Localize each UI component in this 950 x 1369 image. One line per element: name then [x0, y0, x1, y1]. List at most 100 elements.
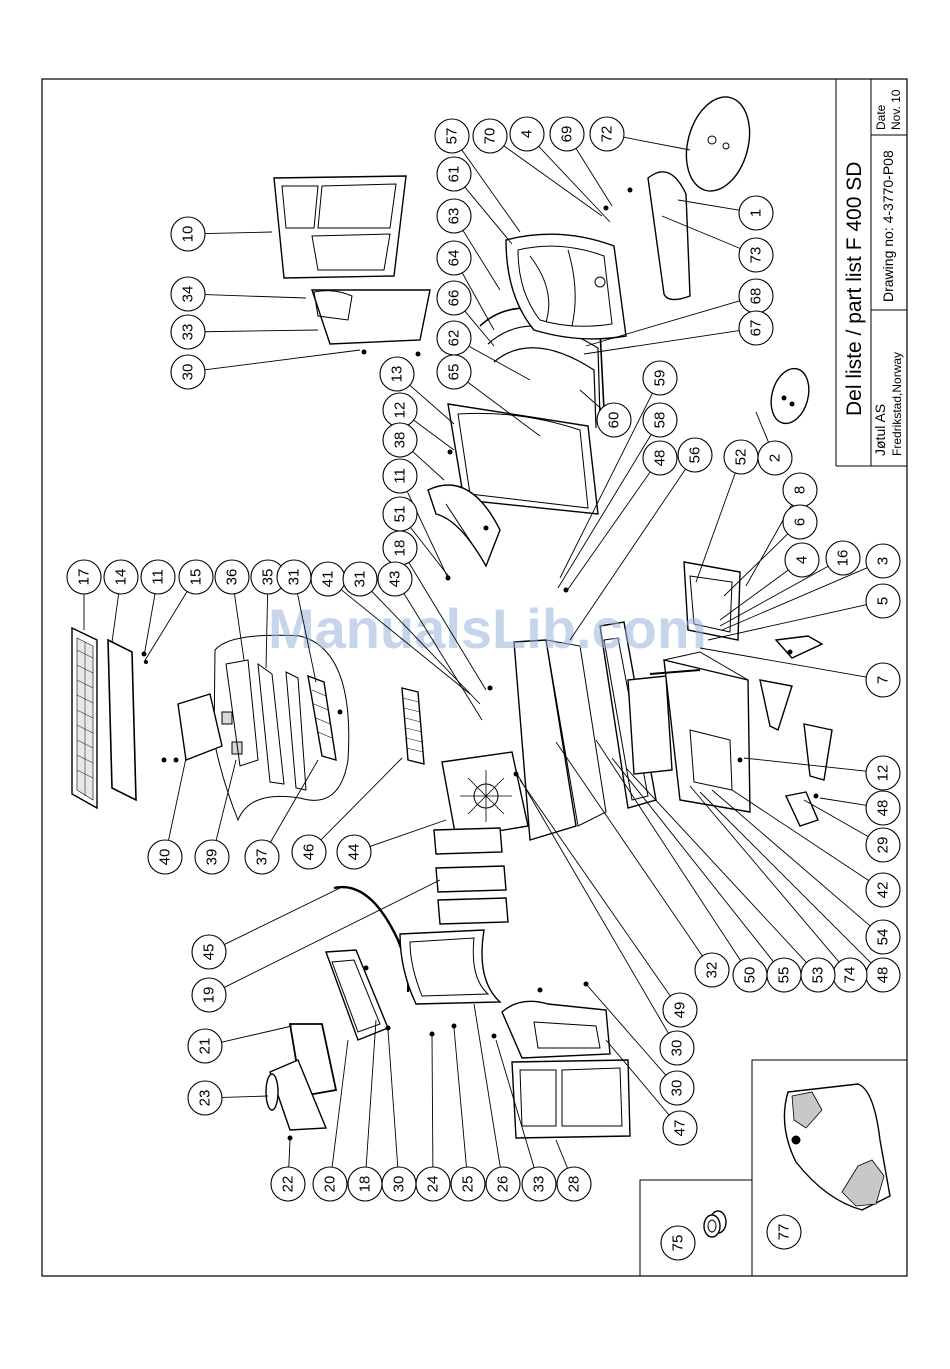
callout-number: 52 [733, 449, 750, 466]
leader-line [297, 593, 317, 683]
leader-line [168, 757, 187, 841]
callout-circle [147, 839, 183, 875]
callout-46: 46 [291, 834, 327, 870]
callout-4: 4 [509, 116, 545, 152]
detail-ellipse-72 [685, 96, 751, 192]
leader-line [408, 562, 487, 691]
leader-line [204, 329, 319, 333]
callout-38: 38 [382, 422, 418, 458]
callout-number: 30 [180, 364, 197, 381]
callout-number: 69 [559, 126, 576, 143]
callout-33: 33 [170, 314, 206, 350]
callout-30: 30 [170, 354, 206, 390]
callout-21: 21 [187, 1028, 223, 1064]
callout-72: 72 [589, 116, 625, 152]
callout-circle [825, 540, 861, 576]
callout-number: 24 [425, 1176, 442, 1193]
callout-circle [312, 1166, 348, 1202]
leader-line [221, 1025, 293, 1043]
callout-16: 16 [825, 540, 861, 576]
callout-circle [244, 839, 280, 875]
callout-number: 26 [495, 1176, 512, 1193]
callout-48: 48 [865, 957, 901, 993]
callout-number: 48 [875, 967, 892, 984]
callout-3: 3 [865, 543, 901, 579]
callout-number: 72 [599, 126, 616, 143]
callout-number: 67 [748, 320, 765, 337]
callout-number: 19 [201, 987, 218, 1004]
callout-circle [757, 440, 793, 476]
callout-circle [662, 992, 698, 1028]
callout-34: 34 [170, 276, 206, 312]
leader-line [270, 759, 319, 843]
callout-number: 42 [875, 882, 892, 899]
callout-number: 12 [392, 402, 409, 419]
callout-circle [509, 116, 545, 152]
bar-56 [649, 669, 701, 675]
callout-circle [170, 314, 206, 350]
callout-61: 61 [436, 156, 472, 192]
leader-line [462, 230, 501, 291]
leader-line [583, 330, 740, 355]
callout-59: 59 [642, 360, 678, 396]
callout-circle [336, 834, 372, 870]
callout-number: 30 [669, 1080, 686, 1097]
callout-number: 62 [446, 330, 463, 347]
callout-number: 55 [776, 967, 793, 984]
callout-circle [379, 356, 415, 392]
callout-57: 57 [434, 118, 470, 154]
callout-54: 54 [865, 919, 901, 955]
leader-line [464, 186, 513, 245]
callout-4: 4 [784, 542, 820, 578]
leader-line [204, 294, 307, 299]
callout-63: 63 [436, 198, 472, 234]
detail-ellipse-2 [770, 367, 810, 425]
leader-line [503, 145, 603, 217]
callout-22: 22 [270, 1166, 306, 1202]
leader-line [233, 593, 245, 661]
callout-number: 40 [157, 849, 174, 866]
leader-line [585, 983, 667, 1076]
callout-number: 38 [392, 432, 409, 449]
callout-circle [194, 839, 230, 875]
door-20 [325, 949, 389, 1041]
callout-49: 49 [662, 992, 698, 1028]
callout-circle [865, 872, 901, 908]
leader-line [143, 593, 156, 657]
leader-line [468, 345, 531, 381]
callout-15: 15 [178, 559, 214, 595]
leader-line [721, 567, 868, 631]
callout-41: 41 [310, 561, 346, 597]
callout-circle [865, 919, 901, 955]
callout-circle [732, 957, 768, 993]
callout-circle [589, 116, 625, 152]
callout-number: 75 [670, 1235, 687, 1252]
leader-line [495, 1039, 535, 1168]
side-panel-28 [511, 1059, 631, 1139]
leader-line [695, 472, 736, 583]
callout-33: 33 [521, 1166, 557, 1202]
callout-number: 2 [767, 454, 784, 462]
inset-boxes [639, 1059, 908, 1277]
callout-number: 49 [672, 1002, 689, 1019]
callout-circle [66, 559, 102, 595]
callout-7: 7 [865, 662, 901, 698]
callout-circle [170, 276, 206, 312]
leader-line [412, 451, 445, 481]
callout-12: 12 [865, 755, 901, 791]
leader-line [569, 468, 686, 641]
callout-66: 66 [436, 280, 472, 316]
plate-part-77 [783, 1083, 891, 1211]
leader-line [453, 1027, 467, 1168]
callout-number: 57 [444, 128, 461, 145]
callout-number: 63 [446, 208, 463, 225]
leader-line [595, 739, 742, 962]
callout-number: 7 [875, 676, 892, 684]
callout-8: 8 [782, 472, 818, 508]
callout-circle [694, 952, 730, 988]
leader-line [224, 879, 441, 988]
callout-circle [187, 1028, 223, 1064]
callout-number: 4 [519, 130, 536, 138]
callout-circle [187, 1080, 223, 1116]
